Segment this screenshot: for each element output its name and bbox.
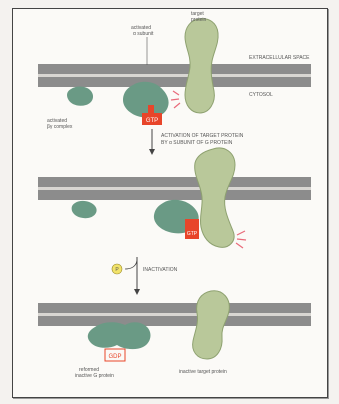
panel-inactive: GDP reformed inactive G protein inactive…: [38, 291, 311, 379]
signal-rays-1: [171, 91, 180, 108]
gdp-label: GDP: [108, 354, 121, 360]
extracellular-space-label: EXTRACELLULAR SPACE: [249, 55, 310, 61]
inactive-target-label: inactive target protein: [179, 369, 227, 375]
panel-activation: GTP activated α subunit target protein E…: [38, 11, 311, 155]
activated-bg-label-line2: βγ complex: [47, 124, 73, 130]
reformed-label-line2: inactive G protein: [75, 373, 114, 379]
g-protein-activation-diagram: GTP activated α subunit target protein E…: [13, 9, 327, 397]
gtp-label-2: GTP: [187, 231, 198, 237]
figure-frame: GTP activated α subunit target protein E…: [12, 8, 328, 398]
beta-gamma-complex-1: [67, 87, 93, 106]
activation-text-line1: ACTIVATION OF TARGET PROTEIN: [161, 133, 244, 139]
beta-gamma-complex-2: [72, 201, 97, 218]
panel-active-target: GTP: [38, 148, 311, 248]
membrane-2: [38, 177, 311, 200]
hydrolysis-label: INACTIVATION: [143, 267, 178, 273]
membrane-3: [38, 303, 311, 326]
signal-rays-2: [236, 231, 246, 248]
gtp-label-1: GTP: [146, 118, 158, 124]
cytosol-label: CYTOSOL: [249, 92, 273, 98]
activation-text-line2: BY α SUBUNIT OF G PROTEIN: [161, 140, 233, 146]
membrane-1: [38, 64, 311, 87]
reformed-g-protein: [88, 322, 151, 349]
target-protein-3: [193, 291, 230, 359]
hydrolysis-step: P INACTIVATION: [112, 257, 178, 295]
target-protein-label-line2: protein: [191, 17, 207, 23]
activated-alpha-label-line2: α subunit: [133, 31, 154, 37]
alpha-subunit-1: [123, 82, 169, 118]
